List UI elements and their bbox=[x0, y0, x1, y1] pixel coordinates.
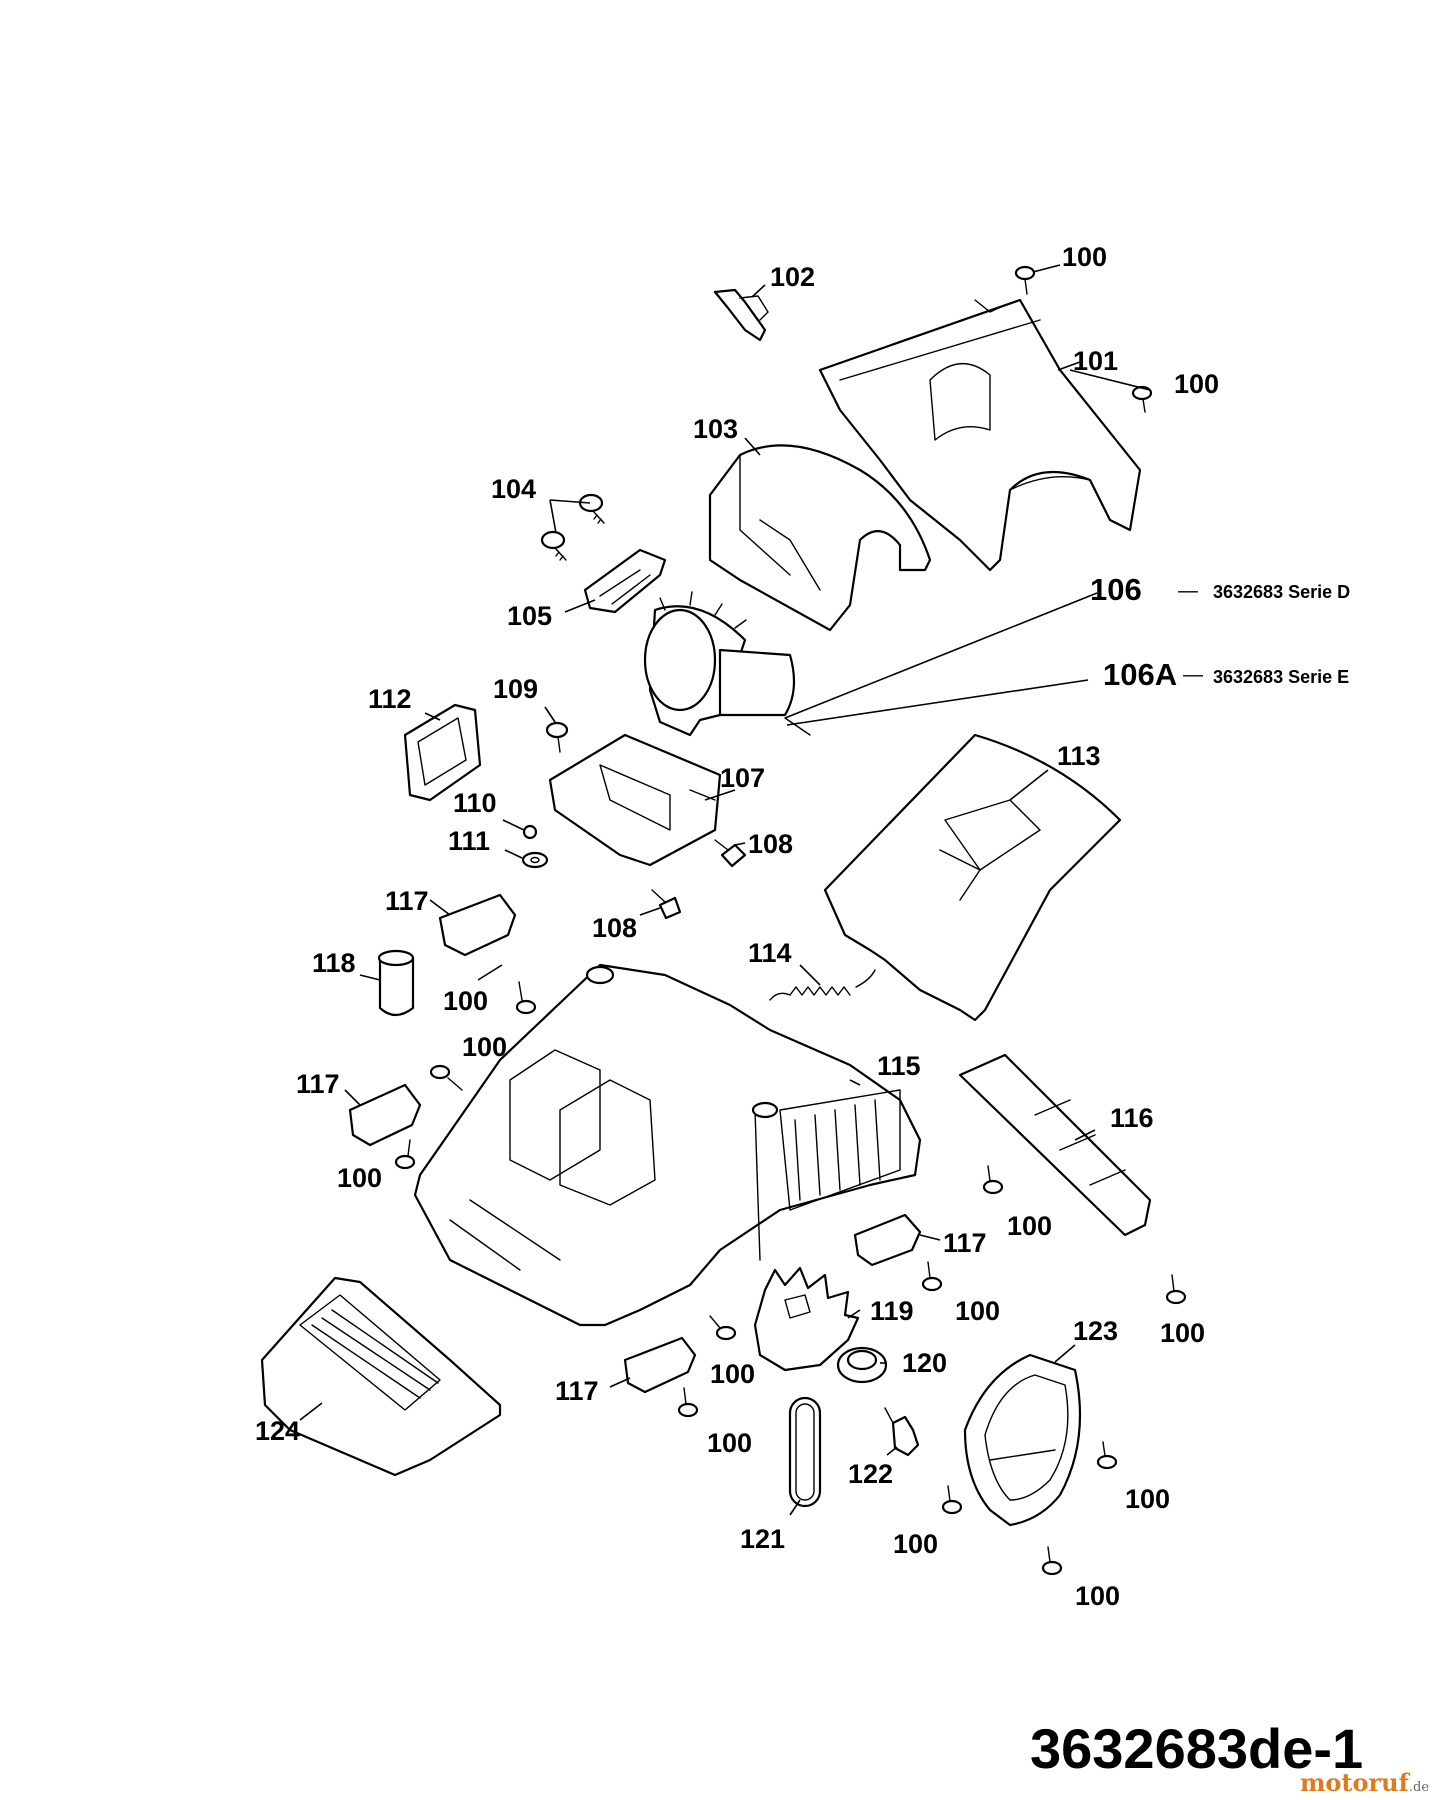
part-102-clip bbox=[713, 288, 769, 342]
variant-106-label: 106 bbox=[1090, 572, 1142, 607]
callout-118: 118 bbox=[312, 948, 356, 978]
callout-100: 100 bbox=[893, 1529, 938, 1559]
leader-lines bbox=[299, 264, 1151, 1516]
part-105-bracket bbox=[583, 548, 667, 614]
part-114-spring bbox=[769, 969, 876, 1001]
callout-113: 113 bbox=[1057, 741, 1101, 771]
brand-name: motoruf bbox=[1300, 1768, 1409, 1797]
callout-100: 100 bbox=[1075, 1581, 1120, 1611]
brand-watermark: motoruf.de bbox=[1300, 1768, 1429, 1797]
part-107-plate bbox=[548, 733, 722, 867]
callout-117: 117 bbox=[385, 886, 429, 916]
part-123-side-cover bbox=[963, 1353, 1082, 1527]
callout-107: 107 bbox=[720, 763, 765, 793]
callout-100: 100 bbox=[1007, 1211, 1052, 1241]
drawing-number: 3632683de-1 bbox=[1030, 1717, 1364, 1780]
part-117-clips bbox=[348, 893, 922, 1394]
callout-100: 100 bbox=[337, 1163, 382, 1193]
callout-110: 110 bbox=[453, 788, 497, 818]
variant-106-description: 3632683 Serie D bbox=[1213, 582, 1350, 602]
callout-117: 117 bbox=[555, 1376, 599, 1406]
callout-121: 121 bbox=[740, 1524, 785, 1554]
callout-100: 100 bbox=[1062, 242, 1107, 272]
callout-100: 100 bbox=[955, 1296, 1000, 1326]
callout-104: 104 bbox=[491, 474, 536, 504]
callout-labels: 100 102 101 100 103 104 105 106 — 363268… bbox=[255, 242, 1350, 1611]
part-119-fan-wheel bbox=[753, 1266, 860, 1372]
part-124-grille bbox=[260, 1276, 502, 1477]
part-118-capacitor bbox=[377, 949, 415, 1017]
part-120-gear bbox=[836, 1346, 888, 1384]
variant-106a-label: 106A bbox=[1103, 657, 1177, 692]
callout-100: 100 bbox=[443, 986, 488, 1016]
callout-100: 100 bbox=[462, 1032, 507, 1062]
callout-100: 100 bbox=[1174, 369, 1219, 399]
callout-109: 109 bbox=[493, 674, 538, 704]
callout-103: 103 bbox=[693, 414, 738, 444]
part-106-motor bbox=[643, 591, 811, 737]
callout-111: 111 bbox=[448, 826, 490, 856]
part-115-housing bbox=[413, 963, 922, 1327]
part-109-screw bbox=[545, 721, 569, 753]
part-116-rail bbox=[958, 1053, 1152, 1237]
callout-100: 100 bbox=[707, 1428, 752, 1458]
callout-119: 119 bbox=[870, 1296, 914, 1326]
variant-106a-dash: — bbox=[1183, 664, 1203, 686]
callout-123: 123 bbox=[1073, 1316, 1118, 1346]
callout-100: 100 bbox=[710, 1359, 755, 1389]
screws-100 bbox=[394, 265, 1187, 1576]
callout-117: 117 bbox=[296, 1069, 340, 1099]
part-103-motor-cover bbox=[708, 444, 932, 632]
callout-100: 100 bbox=[1125, 1484, 1170, 1514]
callout-122: 122 bbox=[848, 1459, 893, 1489]
callout-105: 105 bbox=[507, 601, 552, 631]
variant-106a-description: 3632683 Serie E bbox=[1213, 667, 1349, 687]
callout-108: 108 bbox=[748, 829, 793, 859]
callout-115: 115 bbox=[877, 1051, 921, 1081]
brand-tld: .de bbox=[1408, 1780, 1430, 1795]
callout-100: 100 bbox=[1160, 1318, 1205, 1348]
part-108-screws bbox=[651, 839, 747, 920]
callout-102: 102 bbox=[770, 262, 815, 292]
callout-124: 124 bbox=[255, 1416, 300, 1446]
part-121-belt bbox=[788, 1396, 822, 1508]
callout-108: 108 bbox=[592, 913, 637, 943]
callout-120: 120 bbox=[902, 1348, 947, 1378]
part-104-screws bbox=[540, 493, 605, 561]
callout-114: 114 bbox=[748, 938, 792, 968]
part-112-frame bbox=[403, 703, 482, 802]
part-113-rear-cover bbox=[823, 733, 1122, 1022]
callout-116: 116 bbox=[1110, 1103, 1154, 1133]
part-122-knob bbox=[884, 1407, 920, 1457]
callout-101: 101 bbox=[1073, 346, 1118, 376]
variant-106-dash: — bbox=[1178, 580, 1198, 602]
part-101-top-cover bbox=[818, 298, 1142, 572]
callout-117: 117 bbox=[943, 1228, 987, 1258]
callout-112: 112 bbox=[368, 684, 412, 714]
part-110-111-nut-washer bbox=[521, 824, 549, 869]
